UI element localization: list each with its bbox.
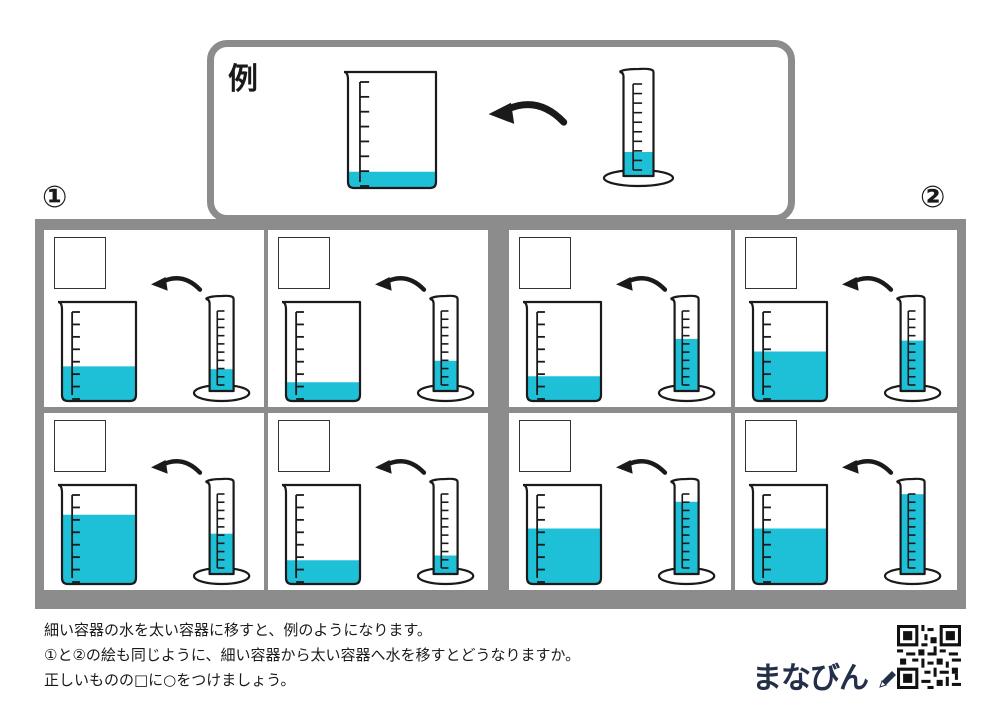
- answer-checkbox-2-2[interactable]: [745, 237, 797, 289]
- answer-checkbox-2-4[interactable]: [745, 420, 797, 472]
- water-level: [286, 560, 360, 584]
- cylinder-2-1: [658, 294, 716, 403]
- arrow-icon-1-4: [375, 459, 427, 475]
- instruction-line-1: 細い容器の水を太い容器に移すと、例のようになります。: [44, 621, 432, 639]
- answer-checkbox-1-4[interactable]: [278, 420, 330, 472]
- pencil-icon: [879, 671, 897, 688]
- example-label: 例: [228, 62, 258, 97]
- answer-checkbox-1-1[interactable]: [54, 237, 106, 289]
- water-level: [753, 351, 827, 401]
- cylinder-2-3: [658, 477, 716, 586]
- example-cylinder: [602, 67, 674, 188]
- beaker-2-1: [522, 300, 603, 403]
- instruction-line-3: 正しいものの□に○をつけましょう。: [44, 671, 296, 689]
- logo: まなびん: [752, 653, 899, 697]
- logo-text: まなびん: [752, 661, 869, 696]
- arrow-icon-1-3: [151, 459, 203, 475]
- instruction-line-2: ①と②の絵も同じように、細い容器から太い容器へ水を移すとどうなりますか。: [44, 646, 581, 664]
- water-level: [62, 514, 136, 584]
- example-arrow-icon: [488, 101, 568, 126]
- answer-checkbox-1-3[interactable]: [54, 420, 106, 472]
- arrow-icon-2-1: [616, 276, 668, 292]
- cylinder-1-2: [417, 294, 475, 403]
- beaker-1-4: [281, 483, 362, 586]
- water-level: [900, 494, 925, 574]
- beaker-1-3: [57, 483, 138, 586]
- beaker-2-3: [522, 483, 603, 586]
- water-level: [674, 338, 699, 391]
- beaker-2-2: [748, 300, 829, 403]
- cylinder-2-4: [884, 477, 942, 586]
- answer-checkbox-2-1[interactable]: [519, 237, 571, 289]
- answer-checkbox-1-2[interactable]: [278, 237, 330, 289]
- water-level: [623, 152, 653, 176]
- example-box: [207, 40, 795, 222]
- water-level: [62, 366, 136, 401]
- arrow-icon-1-2: [375, 276, 427, 292]
- arrow-icon-2-2: [842, 276, 894, 292]
- group-1-marker: ①: [42, 180, 68, 215]
- cylinder-1-4: [417, 477, 475, 586]
- water-level: [433, 360, 458, 391]
- water-level: [527, 528, 601, 584]
- answer-checkbox-2-3[interactable]: [519, 420, 571, 472]
- cylinder-2-2: [884, 294, 942, 403]
- water-level: [209, 369, 234, 391]
- group-2-marker: ②: [920, 180, 946, 215]
- cylinder-1-1: [193, 294, 251, 403]
- beaker-1-2: [281, 300, 362, 403]
- example-beaker: [343, 70, 438, 190]
- arrow-icon-2-4: [842, 459, 894, 475]
- water-level: [348, 171, 436, 188]
- water-level: [900, 340, 925, 391]
- arrow-icon-2-3: [616, 459, 668, 475]
- water-level: [527, 376, 601, 401]
- beaker-2-4: [748, 483, 829, 586]
- water-level: [433, 555, 458, 574]
- water-level: [753, 528, 827, 584]
- water-level: [674, 501, 699, 574]
- arrow-icon-1-1: [151, 276, 203, 292]
- cylinder-1-3: [193, 477, 251, 586]
- instructions: 細い容器の水を太い容器に移すと、例のようになります。 ①と②の絵も同じように、細…: [44, 618, 580, 693]
- beaker-1-1: [57, 300, 138, 403]
- water-level: [286, 382, 360, 401]
- qr-code-icon: [897, 625, 961, 689]
